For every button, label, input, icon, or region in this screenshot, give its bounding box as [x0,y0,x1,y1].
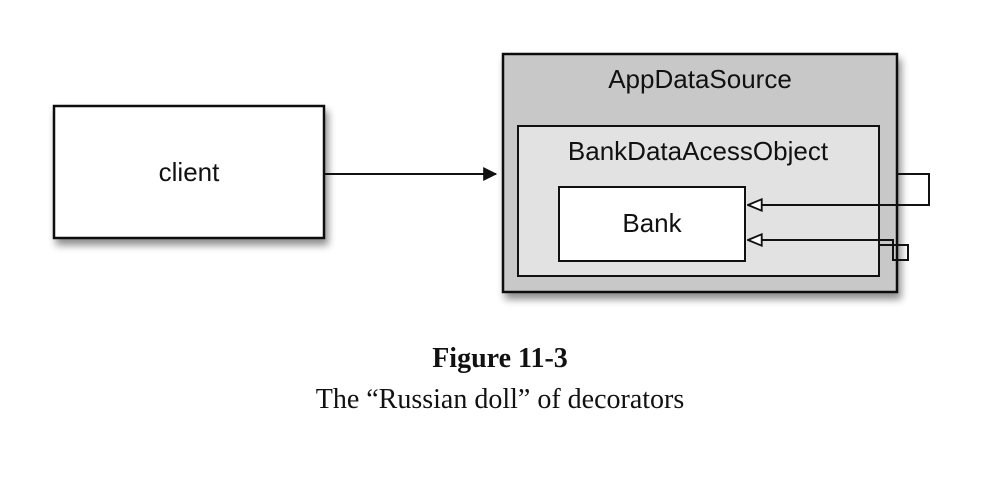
client-label: client [159,157,220,187]
figure-description: The “Russian doll” of decorators [315,384,685,415]
client-node: client [52,104,326,240]
bank-node: Bank [558,186,746,262]
figure-label: Figure 11-3 [432,343,568,374]
client-box [52,104,326,240]
appdatasource-label: AppDataSource [608,64,792,94]
bankdataaccessobject-to-bank-connector [748,240,909,261]
bank-label: Bank [622,208,682,238]
bank-box [558,186,746,262]
bankdataaccessobject-label: BankDataAcessObject [568,136,829,166]
appdatasource-to-bank-connector [748,173,930,205]
